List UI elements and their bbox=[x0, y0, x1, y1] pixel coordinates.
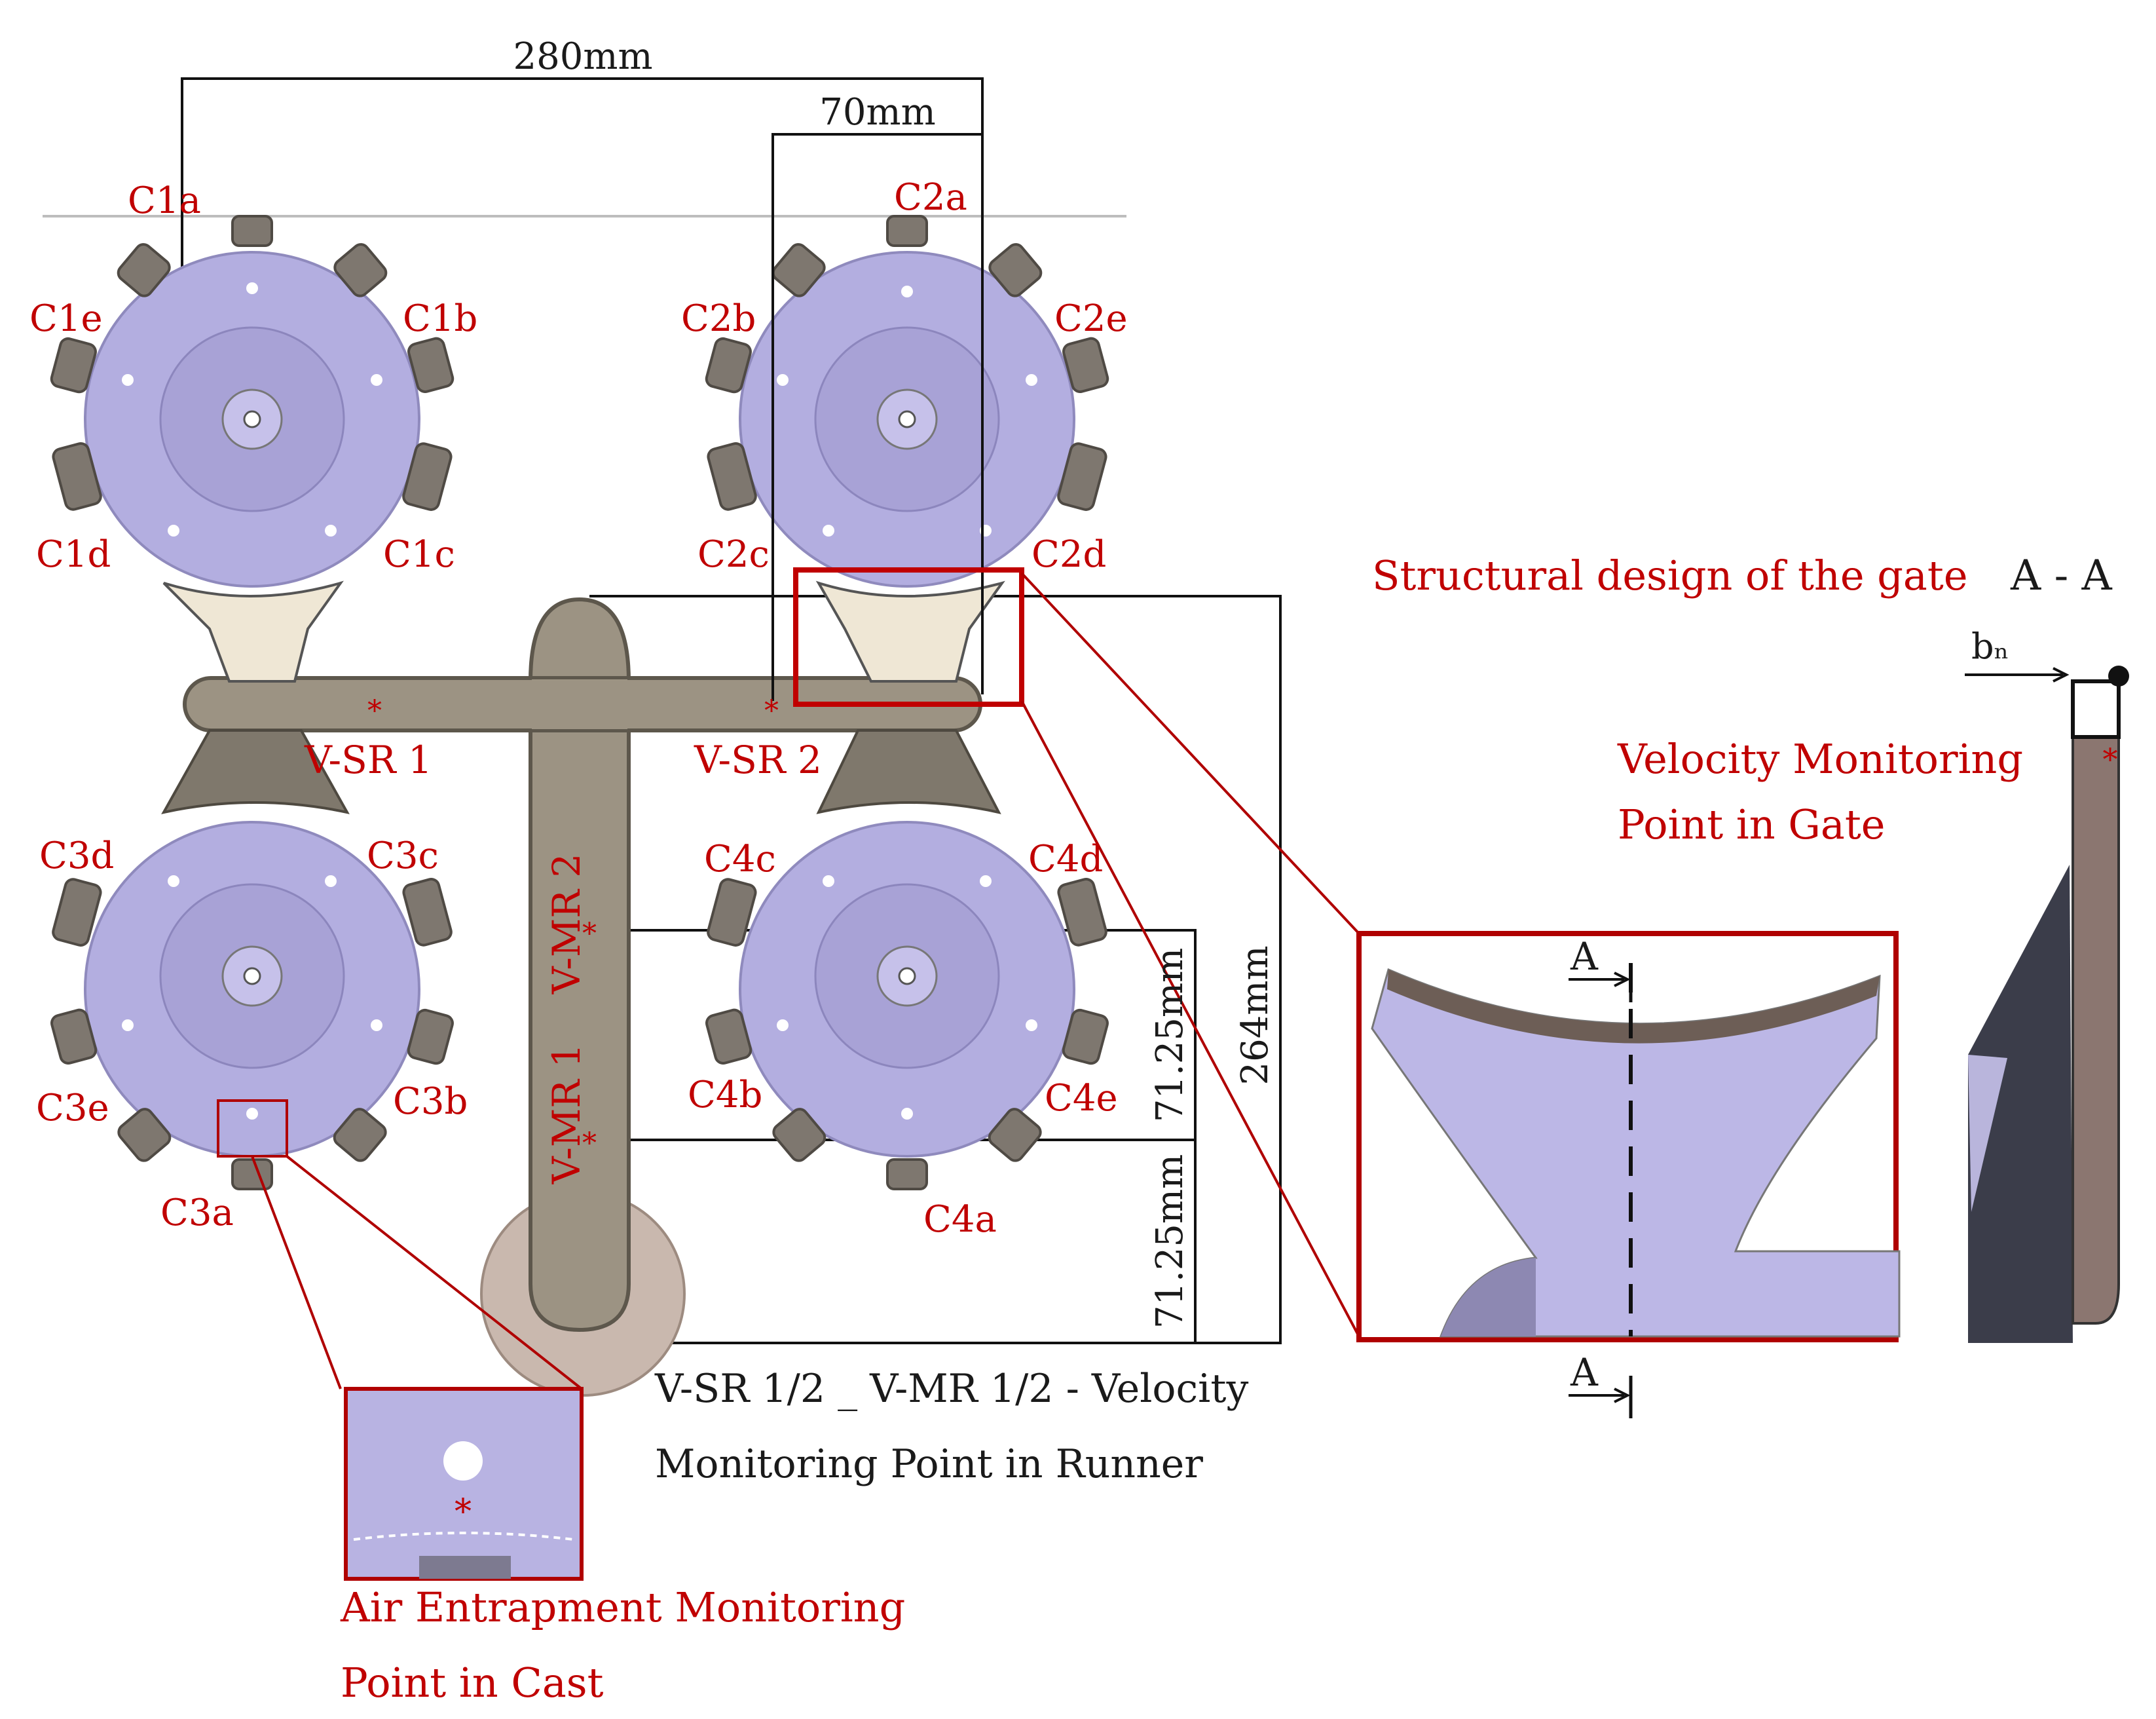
svg-text:*: * bbox=[455, 1492, 472, 1532]
label-c2d: C2d bbox=[1032, 533, 1106, 576]
label-c2b: C2b bbox=[681, 297, 756, 340]
dimension-label-70: 70mm bbox=[819, 91, 935, 134]
label-c4e: C4e bbox=[1045, 1077, 1118, 1120]
label-c1d: C1d bbox=[36, 533, 111, 576]
svg-text:*: * bbox=[2103, 742, 2118, 777]
caption-air-line1: Air Entrapment Monitoring bbox=[340, 1583, 905, 1631]
label-v-sr1: V-SR 1 bbox=[304, 738, 432, 782]
label-bn: bₙ bbox=[1971, 626, 2009, 667]
gate-c3 bbox=[161, 729, 350, 814]
caption-gate-velocity-line2: Point in Gate bbox=[1618, 801, 1885, 848]
label-c3a: C3a bbox=[160, 1192, 234, 1234]
label-c3e: C3e bbox=[36, 1087, 109, 1129]
dimension-label-280: 280mm bbox=[513, 35, 652, 78]
callout-line-gate-lower bbox=[1020, 700, 1360, 1337]
label-c4a: C4a bbox=[923, 1198, 997, 1241]
label-c2e: C2e bbox=[1054, 297, 1128, 340]
label-v-mr1: V-MR 1 bbox=[544, 1044, 589, 1185]
label-c4d: C4d bbox=[1028, 838, 1103, 880]
caption-section-aa: A - A bbox=[2010, 552, 2113, 600]
section-letter-bottom: A bbox=[1570, 1350, 1599, 1395]
section-marker-top bbox=[1569, 963, 1633, 1002]
cast-c4 bbox=[705, 821, 1109, 1190]
gate-highlight-box bbox=[793, 567, 1024, 707]
marker-v-mr1: * bbox=[582, 1127, 597, 1160]
gate-c4 bbox=[816, 729, 1001, 814]
dimension-label-7125-lower: 71.25mm bbox=[1149, 1154, 1191, 1329]
label-c1c: C1c bbox=[383, 533, 455, 576]
gate-cross-section: * bbox=[1965, 666, 2129, 1343]
label-c2a: C2a bbox=[894, 176, 967, 219]
callout-line-air-left bbox=[251, 1156, 342, 1389]
callout-line-air-right bbox=[286, 1155, 583, 1390]
dimension-label-264: 264mm bbox=[1234, 945, 1276, 1085]
label-c1e: C1e bbox=[29, 297, 103, 340]
label-c1b: C1b bbox=[403, 297, 477, 340]
label-c3c: C3c bbox=[367, 835, 439, 877]
gate-detail-box bbox=[1356, 931, 1901, 1342]
callout-line-gate-upper bbox=[1020, 572, 1360, 935]
gate-c2 bbox=[815, 580, 1005, 683]
section-marker-bottom bbox=[1569, 1376, 1633, 1418]
caption-runner-line2: Monitoring Point in Runner bbox=[655, 1441, 1203, 1487]
label-c3b: C3b bbox=[393, 1080, 468, 1123]
label-c2c: C2c bbox=[697, 533, 770, 576]
label-c4c: C4c bbox=[704, 838, 776, 880]
cast-c3 bbox=[50, 821, 454, 1190]
label-v-sr2: V-SR 2 bbox=[694, 738, 822, 782]
label-c4b: C4b bbox=[688, 1074, 762, 1116]
cast-c1 bbox=[50, 215, 455, 588]
cast-c2 bbox=[705, 215, 1109, 588]
marker-v-sr2: * bbox=[764, 694, 779, 728]
runner-junction bbox=[532, 679, 627, 729]
marker-v-mr2: * bbox=[582, 917, 597, 951]
caption-gate-velocity-line1: Velocity Monitoring bbox=[1617, 735, 2023, 783]
gate-c1 bbox=[162, 580, 344, 683]
caption-air-line2: Point in Cast bbox=[341, 1659, 604, 1707]
section-letter-top: A bbox=[1570, 934, 1599, 979]
air-entrapment-detail: * bbox=[344, 1387, 584, 1581]
marker-v-sr1: * bbox=[367, 694, 382, 728]
label-v-mr2: V-MR 2 bbox=[544, 854, 589, 995]
label-c3d: C3d bbox=[39, 835, 114, 877]
caption-runner-line1: V-SR 1/2 _ V-MR 1/2 - Velocity bbox=[654, 1366, 1248, 1412]
caption-gate-design: Structural design of the gate bbox=[1372, 552, 1968, 599]
dimension-label-7125-upper: 71.25mm bbox=[1149, 948, 1191, 1123]
label-c1a: C1a bbox=[128, 179, 201, 222]
